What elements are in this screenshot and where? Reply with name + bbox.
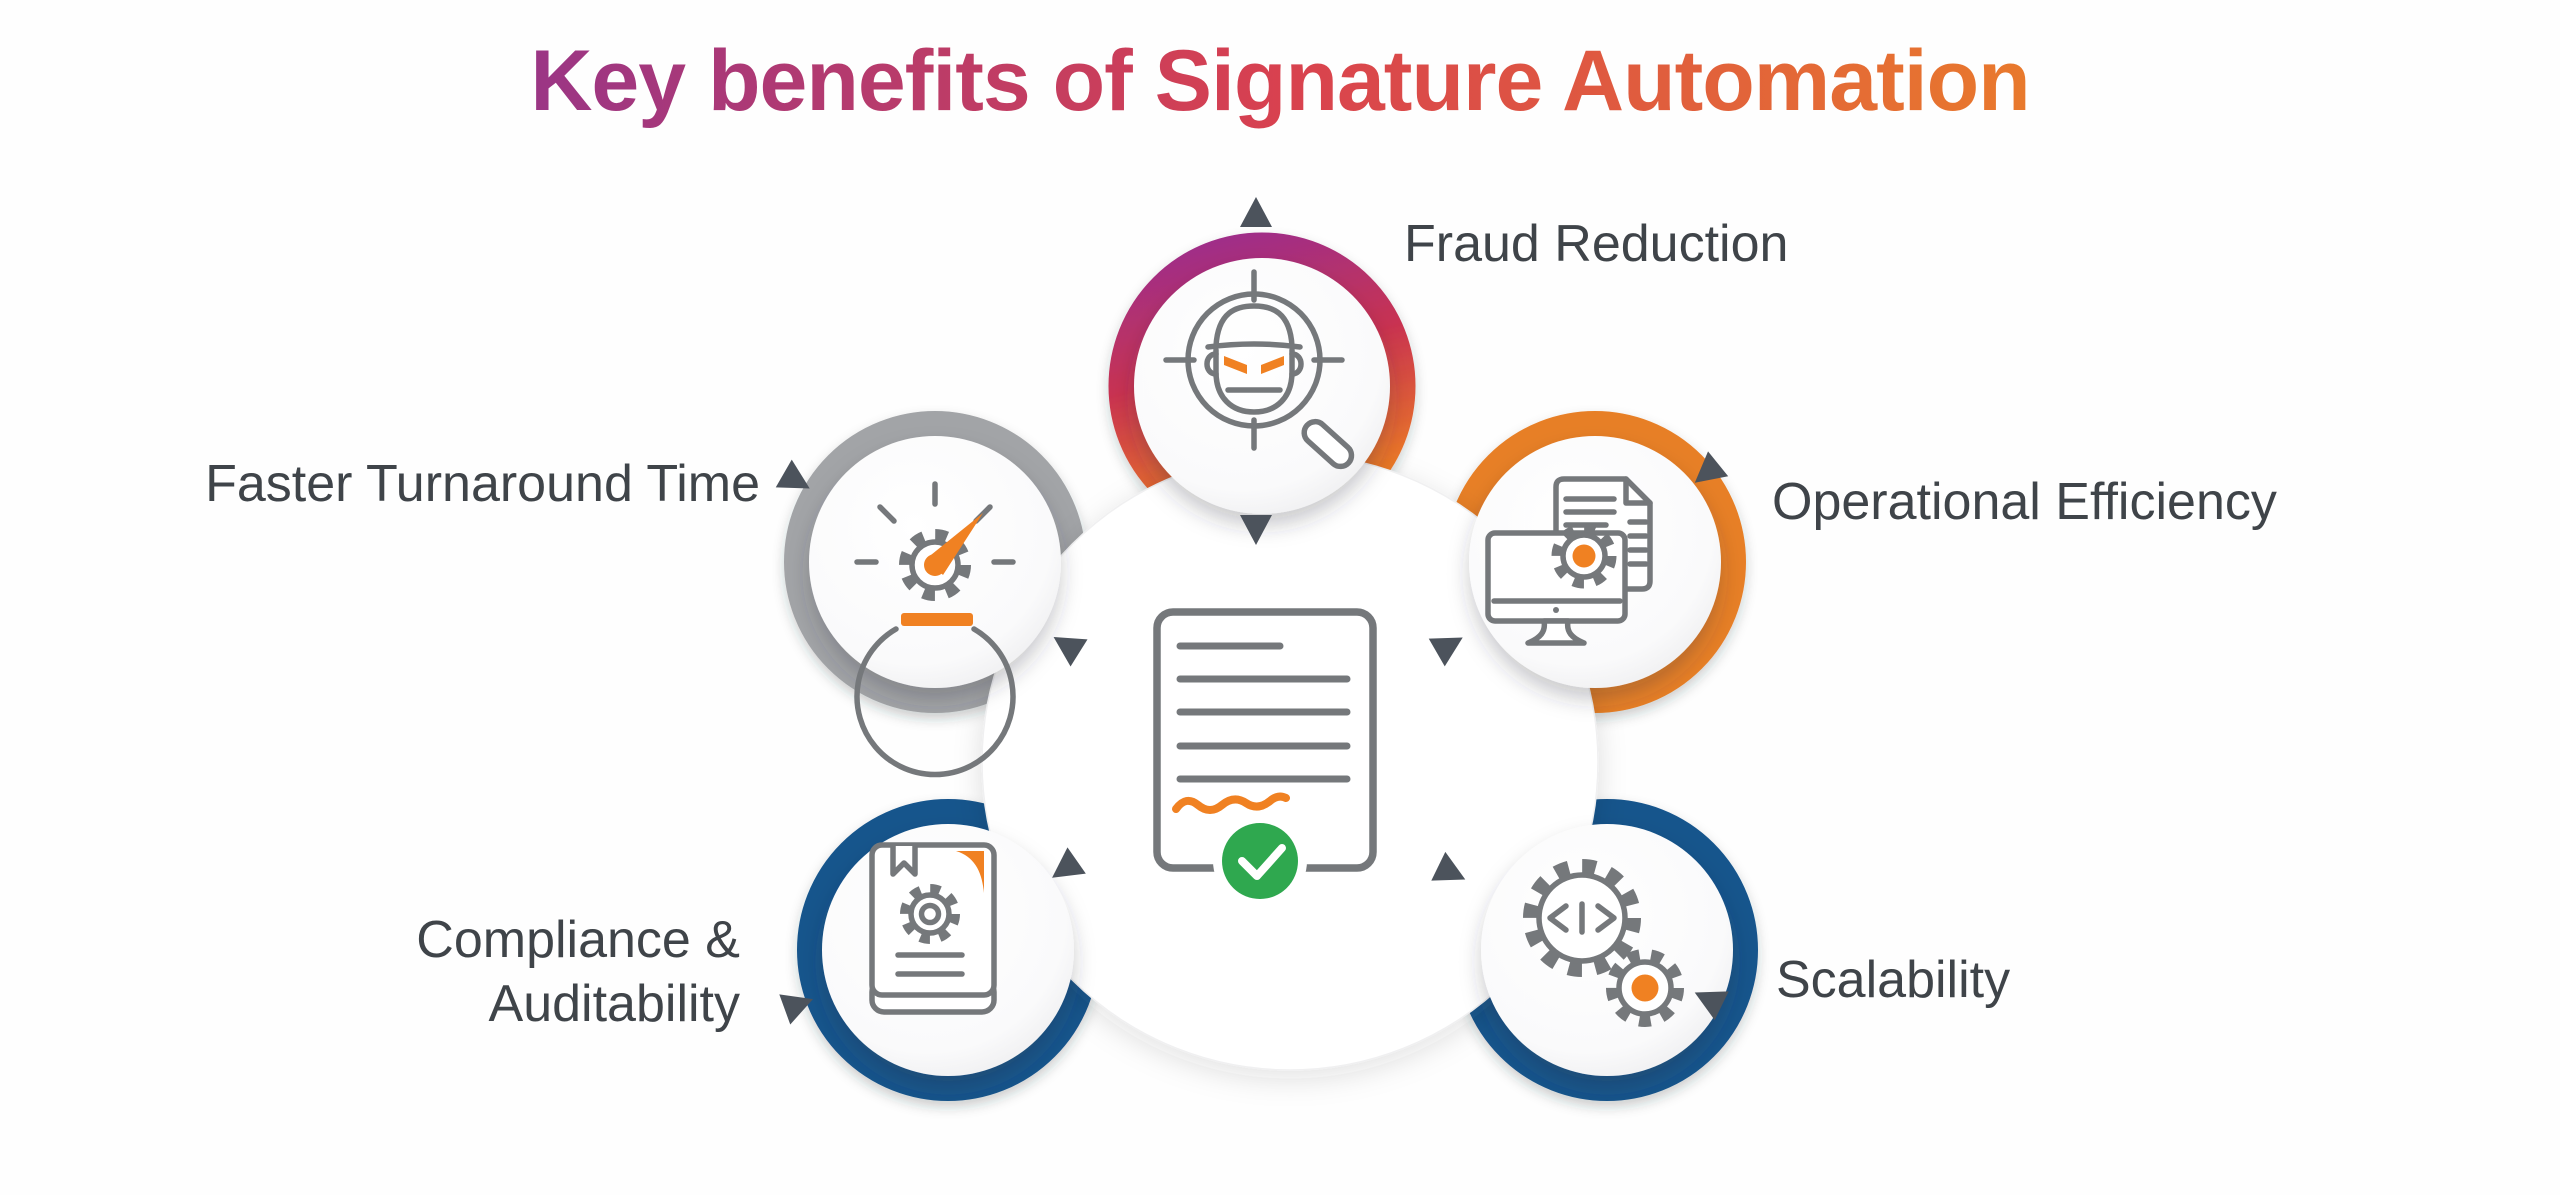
flow-arrow — [779, 994, 813, 1025]
flow-arrows — [775, 197, 1729, 1025]
flow-arrow — [1053, 636, 1088, 667]
flow-arrow — [1431, 851, 1466, 881]
page-title: Key benefits of Signature Automation — [60, 30, 2500, 133]
label-faster-turnaround: Faster Turnaround Time — [205, 455, 760, 513]
flow-arrow — [1694, 451, 1729, 483]
label-operational-efficiency: Operational Efficiency — [1772, 473, 2277, 531]
label-compliance-line-2: Auditability — [488, 975, 740, 1034]
monitor-document-gear-icon — [1485, 476, 1653, 646]
check-circle — [1222, 823, 1298, 899]
speedometer-gear-icon — [854, 481, 1016, 778]
audit-book-gear-icon — [869, 842, 997, 1015]
label-scalability: Scalability — [1776, 951, 2011, 1009]
gears-code-icon — [1523, 859, 1684, 1027]
flow-arrow — [1240, 197, 1272, 227]
flow-arrow — [1052, 847, 1086, 878]
fraud-detection-magnifier-icon — [1163, 269, 1355, 470]
label-compliance-auditability: Compliance & Auditability — [280, 908, 740, 1037]
flow-arrow — [1240, 515, 1272, 545]
label-fraud-reduction: Fraud Reduction — [1404, 215, 1789, 273]
flow-arrow — [1694, 991, 1729, 1021]
check-icon — [1238, 844, 1286, 880]
flow-arrow — [1428, 637, 1463, 667]
flow-arrow — [775, 459, 810, 489]
signature-squiggle — [1172, 792, 1290, 814]
label-compliance-line-1: Compliance & — [416, 911, 740, 969]
signed-document-check-icon — [1153, 608, 1377, 908]
